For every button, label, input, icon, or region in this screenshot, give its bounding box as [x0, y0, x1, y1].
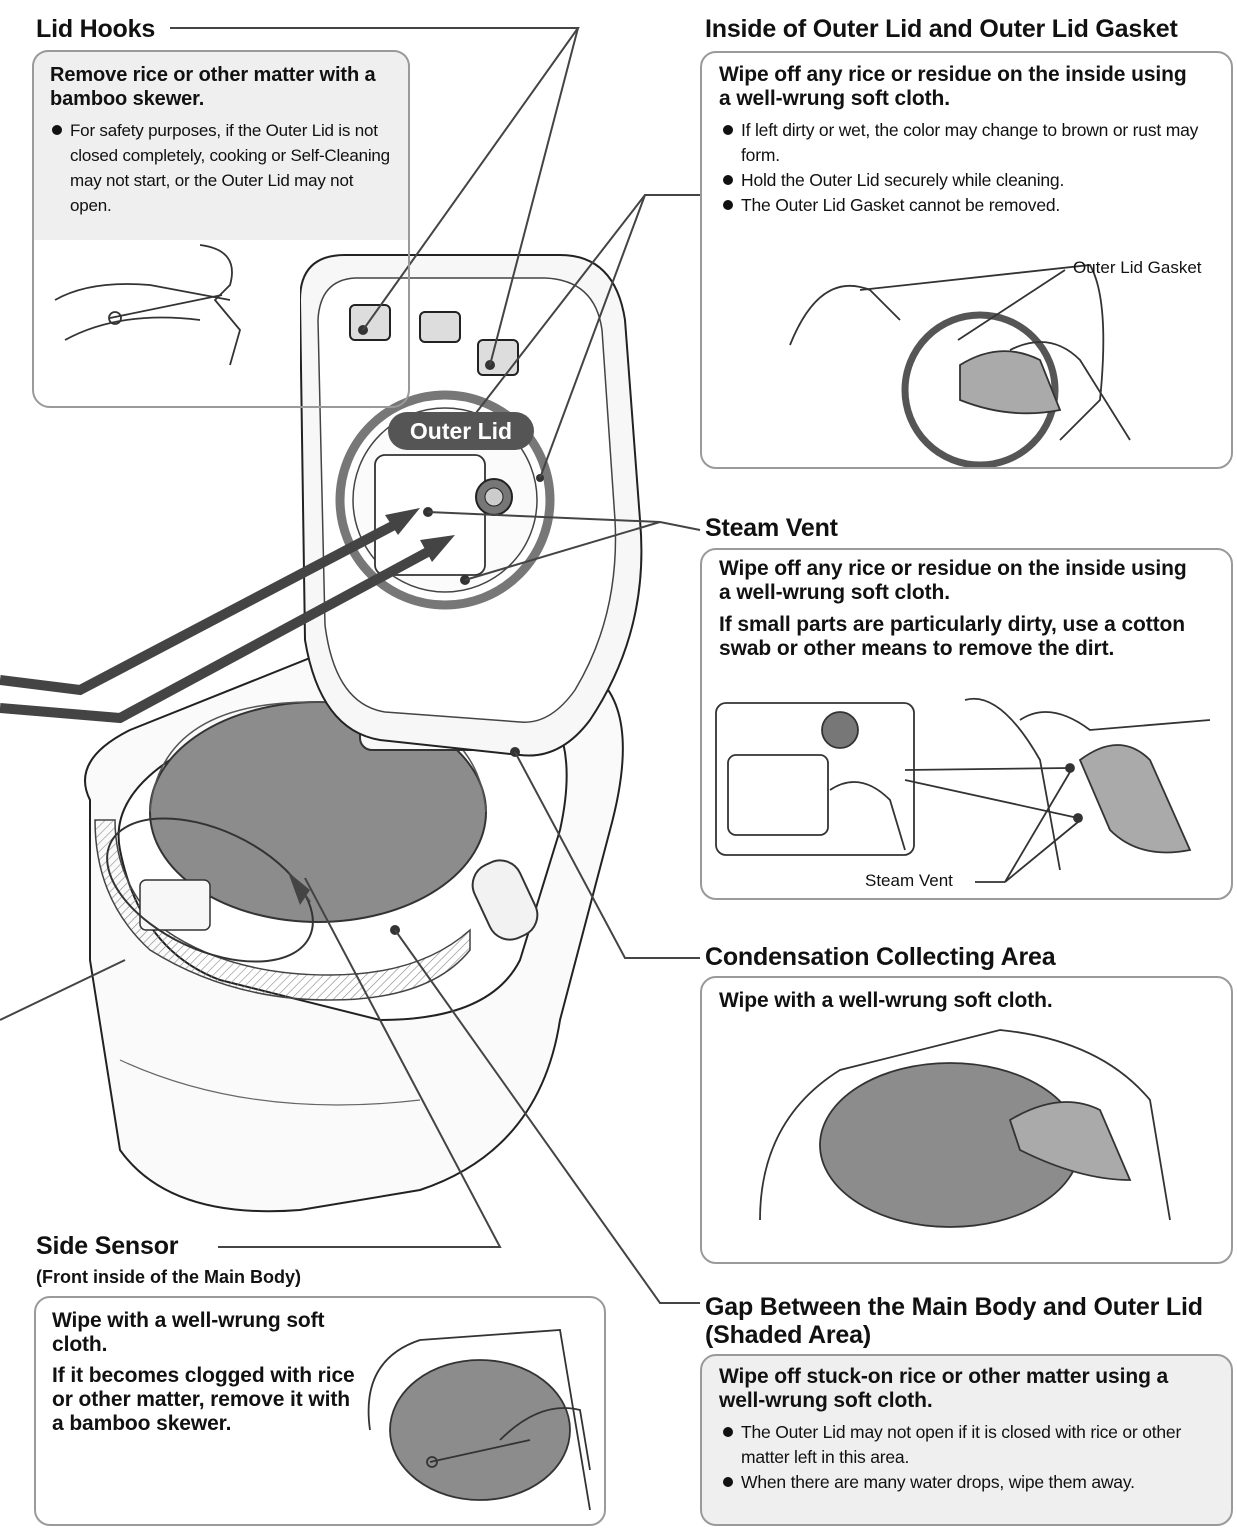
- bullet-icon: [723, 1477, 733, 1487]
- gap-bullets: The Outer Lid may not open if it is clos…: [723, 1420, 1213, 1495]
- lid-hooks-inset: [52, 243, 300, 371]
- gap-panel: [700, 1354, 1233, 1526]
- list-item: Hold the Outer Lid securely while cleani…: [723, 168, 1218, 193]
- gap-heading: Gap Between the Main Body and Outer Lid: [705, 1293, 1203, 1321]
- condensation-inset: [759, 1029, 1171, 1228]
- outer-lid-gasket-label: Outer Lid Gasket: [1073, 258, 1202, 277]
- list-item: When there are many water drops, wipe th…: [723, 1470, 1213, 1495]
- lid-hooks-bullets: For safety purposes, if the Outer Lid is…: [52, 118, 392, 218]
- outer-lid-label: Outer Lid: [388, 412, 534, 450]
- bullet-icon: [723, 200, 733, 210]
- steam-vent-lead-1: Wipe off any rice or residue on the insi…: [719, 557, 1187, 604]
- side-sensor-heading: Side Sensor: [36, 1232, 179, 1260]
- list-item: The Outer Lid may not open if it is clos…: [723, 1420, 1213, 1470]
- list-item: If left dirty or wet, the color may chan…: [723, 118, 1218, 168]
- list-item: The Outer Lid Gasket cannot be removed.: [723, 193, 1218, 218]
- outer-lid-drawing: [298, 254, 643, 935]
- bullet-icon: [52, 125, 62, 135]
- steam-vent-image-label: Steam Vent: [865, 871, 953, 890]
- lid-hooks-heading: Lid Hooks: [36, 15, 156, 43]
- inside-outer-lid-heading: Inside of Outer Lid and Outer Lid Gasket: [705, 15, 1178, 43]
- gap-subheading: (Shaded Area): [705, 1321, 871, 1349]
- inside-outer-lid-inset: [789, 264, 1131, 469]
- lid-hooks-lead: Remove rice or other matter with a bambo…: [50, 64, 376, 110]
- list-item: For safety purposes, if the Outer Lid is…: [52, 118, 392, 218]
- side-sensor-inset: [367, 1329, 591, 1511]
- gap-lead: Wipe off stuck-on rice or other matter u…: [719, 1365, 1169, 1412]
- bullet-icon: [723, 125, 733, 135]
- bullet-icon: [723, 1427, 733, 1437]
- lid-hooks-panel-bg: [32, 50, 410, 240]
- inside-outer-lid-bullets: If left dirty or wet, the color may chan…: [723, 118, 1218, 218]
- inside-outer-lid-panel: [700, 51, 1233, 469]
- main-body-drawing: [84, 631, 624, 1213]
- steam-vent-heading: Steam Vent: [705, 514, 838, 542]
- side-sensor-lead-1: Wipe with a well-wrung soft cloth.: [52, 1309, 325, 1356]
- leader-lines: [0, 27, 701, 1304]
- steam-vent-inset: [715, 697, 1211, 883]
- bullet-icon: [723, 175, 733, 185]
- condensation-heading: Condensation Collecting Area: [705, 943, 1056, 971]
- condensation-lead: Wipe with a well-wrung soft cloth.: [719, 989, 1053, 1012]
- side-sensor-panel: [34, 1296, 606, 1526]
- side-sensor-subheading: (Front inside of the Main Body): [36, 1267, 301, 1287]
- steam-vent-panel: [700, 548, 1233, 900]
- steam-vent-arrows: [0, 517, 438, 724]
- side-sensor-lead-2: If it becomes clogged with rice or other…: [52, 1364, 355, 1435]
- condensation-panel: [700, 976, 1233, 1264]
- steam-vent-lead-2: If small parts are particularly dirty, u…: [719, 613, 1185, 660]
- inside-outer-lid-lead: Wipe off any rice or residue on the insi…: [719, 63, 1187, 110]
